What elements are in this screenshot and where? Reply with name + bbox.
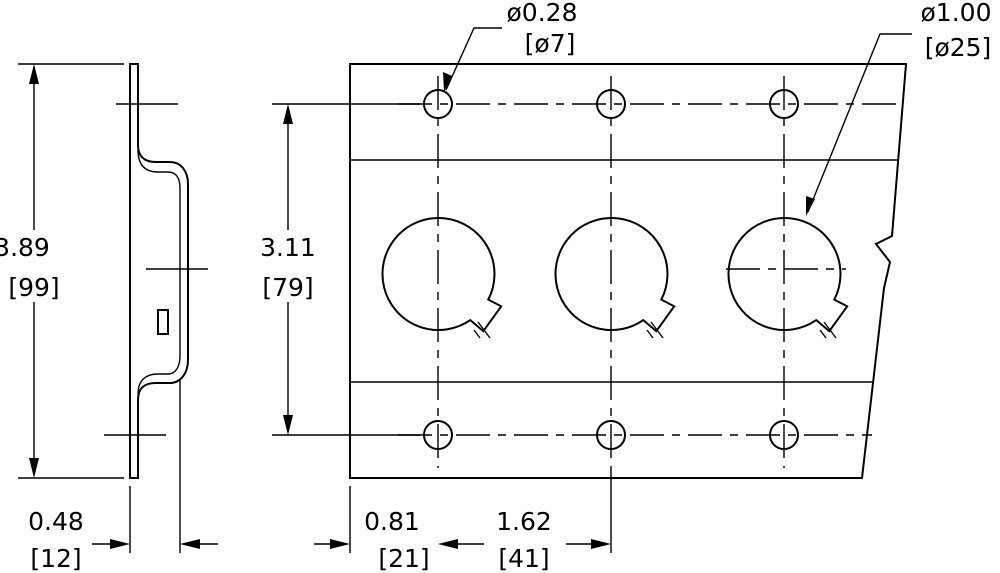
mounting-hole-bottom-3: [769, 420, 799, 450]
large-hole-dia-metric: [ø25]: [925, 33, 992, 62]
mounting-hole-top-3: [769, 89, 799, 119]
plate-outline: [349, 63, 908, 479]
hole-spacing-vertical-metric: [79]: [262, 273, 313, 302]
edge-to-hole-metric: [21]: [378, 544, 429, 573]
keyed-hole-1-key: [473, 321, 491, 339]
small-hole-leader: ø0.28 [ø7]: [443, 0, 577, 92]
edge-to-hole-dimension: 0.81 [21]: [314, 486, 430, 573]
hole-spacing-vertical-dimension: 3.11 [79]: [260, 103, 420, 436]
hole-pitch-metric: [41]: [498, 544, 549, 573]
keyed-hole-2: [554, 217, 676, 333]
small-hole-dia-imperial: ø0.28: [507, 0, 578, 27]
profile-outline: [129, 63, 189, 479]
mounting-hole-top-2: [596, 89, 626, 119]
keyed-hole-1: [381, 217, 503, 333]
profile-inner-edge: [137, 149, 181, 395]
hole-pitch-dimension: 1.62 [41]: [438, 468, 612, 573]
flange-depth-metric: [12]: [30, 544, 81, 573]
large-hole-dia-imperial: ø1.00: [921, 0, 992, 27]
overall-height-metric: [99]: [8, 273, 59, 302]
large-hole-leader: ø1.00 [ø25]: [806, 0, 991, 216]
side-profile-view: [104, 63, 208, 479]
hole-pitch-imperial: 1.62: [496, 507, 552, 536]
hole-spacing-vertical-imperial: 3.11: [260, 233, 316, 262]
edge-to-hole-imperial: 0.81: [364, 507, 420, 536]
small-hole-dia-metric: [ø7]: [525, 29, 576, 58]
profile-tab: [157, 309, 169, 335]
keyed-hole-3: [727, 217, 849, 333]
flange-depth-dimension: 0.48 [12]: [28, 380, 218, 573]
front-plate-view: [349, 63, 908, 479]
mounting-hole-bottom-1: [423, 420, 453, 450]
keyed-hole-3-key: [819, 321, 837, 339]
mounting-hole-bottom-2: [596, 420, 626, 450]
overall-height-imperial: 3.89: [0, 233, 50, 262]
keyed-hole-2-key: [646, 321, 664, 339]
mounting-hole-top-1: [423, 89, 453, 119]
flange-depth-imperial: 0.48: [28, 507, 84, 536]
overall-height-dimension: 3.89 [99]: [0, 63, 124, 479]
